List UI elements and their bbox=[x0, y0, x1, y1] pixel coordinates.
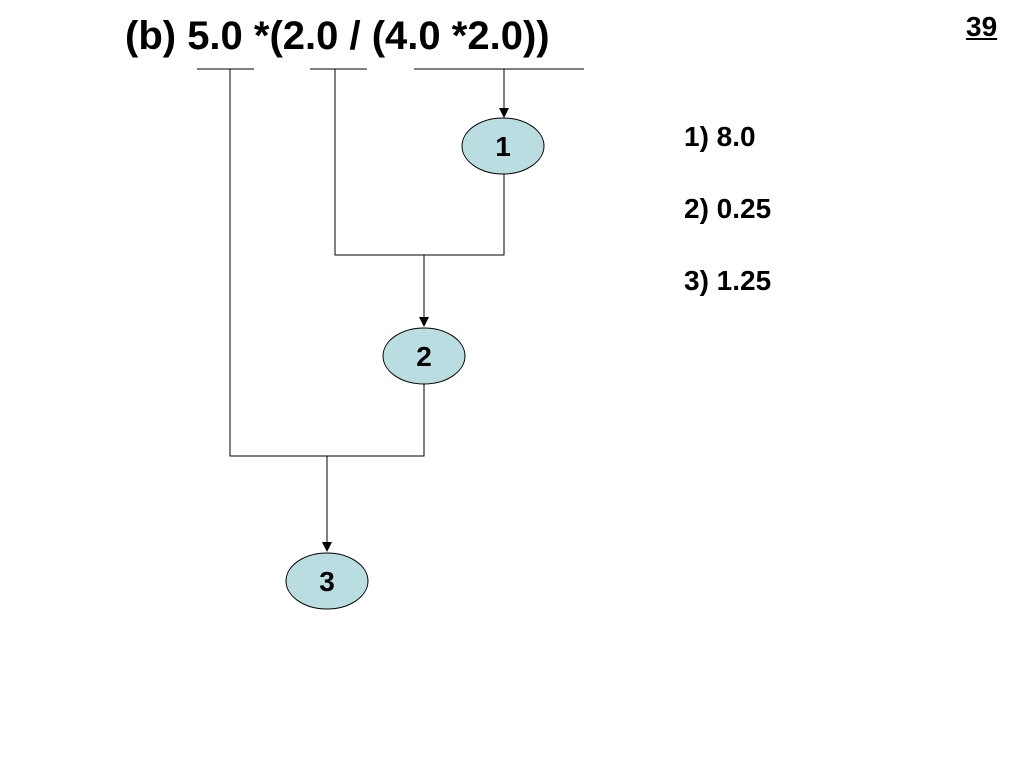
step-item-1: 1) 8.0 bbox=[684, 121, 756, 152]
tree-node-1: 1 bbox=[461, 117, 545, 175]
step-item-2: 2) 0.25 bbox=[684, 193, 772, 224]
edge-operand-2-branch bbox=[334, 69, 505, 256]
tree-node-2: 2 bbox=[382, 327, 466, 385]
expression-title: (b) 5.0 *(2.0 / (4.0 *2.0)) bbox=[125, 14, 550, 58]
edge-operand-5-branch bbox=[229, 69, 425, 457]
evaluation-steps: 1) 8.0 2) 0.25 3) 1.25 bbox=[684, 120, 771, 336]
page-number[interactable]: 39 bbox=[966, 11, 998, 42]
node-label: 3 bbox=[319, 566, 335, 597]
tree-node-3: 3 bbox=[285, 552, 369, 610]
node-label: 2 bbox=[416, 341, 432, 372]
step-item-3: 3) 1.25 bbox=[684, 265, 772, 296]
node-label: 1 bbox=[495, 131, 511, 162]
